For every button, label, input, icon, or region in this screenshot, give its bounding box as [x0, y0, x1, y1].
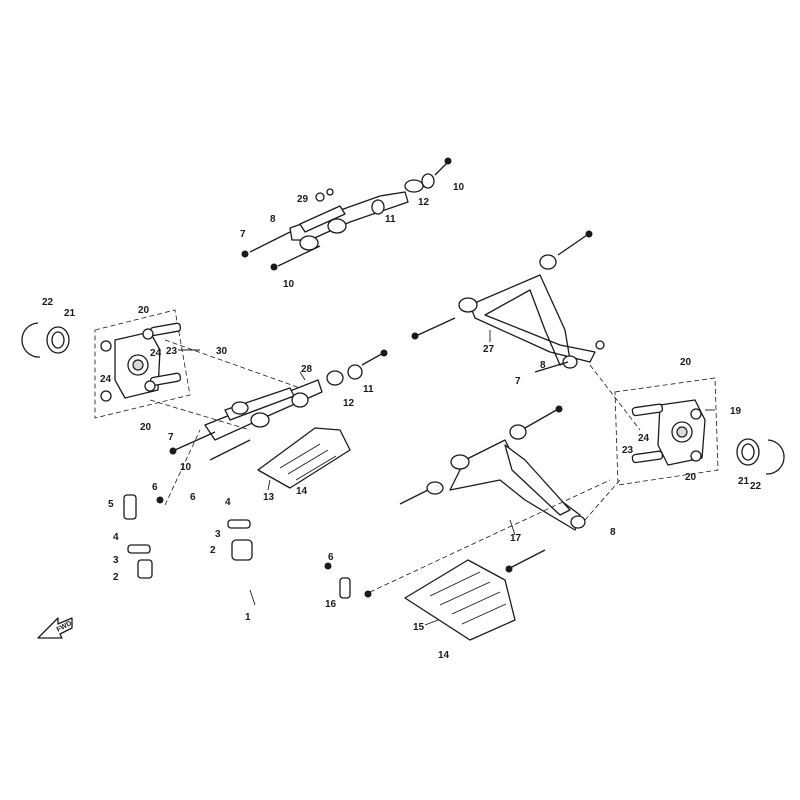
callout-7b: 7 — [168, 432, 174, 443]
callout-28: 28 — [301, 364, 313, 375]
callout-22a: 22 — [42, 297, 54, 308]
callout-1: 1 — [245, 612, 251, 623]
callout-20b: 20 — [140, 422, 152, 433]
callout-4b: 4 — [113, 532, 119, 543]
leader-lines — [178, 330, 715, 626]
callout-labels: 1 2 2 3 3 4 4 5 6 6 6 7 7 7 8 8 8 10 10 … — [42, 182, 762, 661]
callout-10c: 10 — [180, 462, 192, 473]
right-knuckle-assembly — [614, 377, 785, 486]
upper-arm-top — [241, 157, 452, 271]
callout-20a: 20 — [138, 305, 150, 316]
callout-12b: 12 — [343, 398, 355, 409]
callout-24a: 24 — [150, 348, 162, 359]
callout-23a: 23 — [166, 346, 178, 357]
callout-3a: 3 — [215, 529, 221, 540]
upper-arm-right — [411, 230, 605, 373]
callout-17: 17 — [510, 533, 522, 544]
callout-3b: 3 — [113, 555, 119, 566]
callout-24c: 24 — [638, 433, 650, 444]
upper-arm-left — [169, 349, 388, 461]
callout-14a: 14 — [296, 486, 308, 497]
callout-12a: 12 — [418, 197, 430, 208]
callout-21a: 21 — [64, 308, 76, 319]
callout-20d: 20 — [685, 472, 697, 483]
callout-21b: 21 — [738, 476, 750, 487]
callout-29: 29 — [297, 194, 309, 205]
callout-30: 30 — [216, 346, 228, 357]
callout-23b: 23 — [622, 445, 634, 456]
callout-6c: 6 — [328, 552, 334, 563]
left-knuckle-assembly — [21, 309, 191, 419]
lower-arm-right — [399, 405, 586, 573]
callout-19: 19 — [730, 406, 742, 417]
connector-lines — [149, 339, 641, 593]
skid-plate-large — [404, 559, 516, 641]
callout-24b: 24 — [100, 374, 112, 385]
callout-16: 16 — [325, 599, 337, 610]
callout-2b: 2 — [113, 572, 119, 583]
callout-6b: 6 — [190, 492, 196, 503]
callout-4a: 4 — [225, 497, 231, 508]
callout-8b: 8 — [540, 360, 546, 371]
skid-plate-small — [257, 427, 351, 489]
stabilizer-bar — [123, 494, 372, 599]
callout-27: 27 — [483, 344, 495, 355]
callout-10a: 10 — [453, 182, 465, 193]
callout-7a: 7 — [240, 229, 246, 240]
callout-13: 13 — [263, 492, 275, 503]
callout-10b: 10 — [283, 279, 295, 290]
callout-22b: 22 — [750, 481, 762, 492]
callout-6a: 6 — [152, 482, 158, 493]
callout-8c: 8 — [610, 527, 616, 538]
callout-2a: 2 — [210, 545, 216, 556]
callout-8a: 8 — [270, 214, 276, 225]
callout-7c: 7 — [515, 376, 521, 387]
callout-5: 5 — [108, 499, 114, 510]
callout-11a: 11 — [385, 214, 396, 225]
forward-arrow-icon: FWD — [37, 617, 73, 639]
callout-14b: 14 — [438, 650, 450, 661]
callout-20c: 20 — [680, 357, 692, 368]
callout-15: 15 — [413, 622, 425, 633]
callout-11b: 11 — [363, 384, 374, 395]
